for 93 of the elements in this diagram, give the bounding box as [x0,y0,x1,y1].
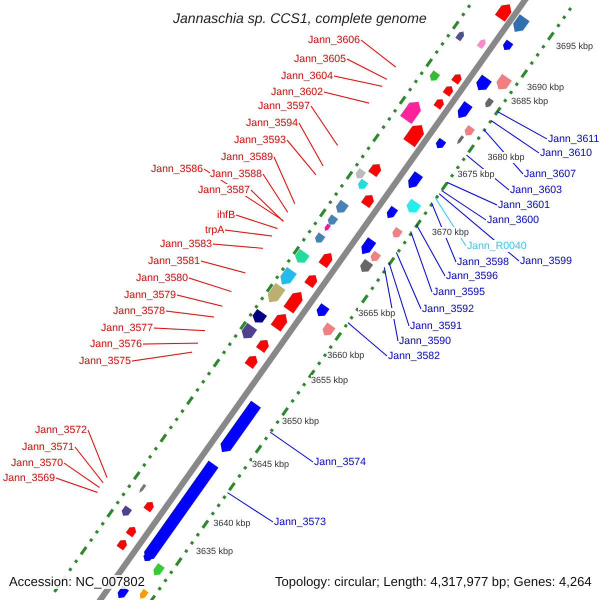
gene-label: Jann_3604 [281,70,333,82]
diagram-title: Jannaschia sp. CCS1, complete genome [173,11,427,25]
scale-label: 3675 kbp [457,168,495,180]
leader-line [416,224,446,276]
gene-label: ihfB [217,209,236,221]
scale-label: 3645 kbp [252,458,290,470]
leader-line [410,230,432,292]
gene-label: Jann_3583 [160,238,212,250]
gene-label: Jann_3600 [487,214,539,226]
leader-line [270,432,314,462]
leader-line [132,352,193,362]
gene-label: Jann_3605 [294,53,346,65]
gene-label: Jann_3591 [410,320,462,332]
scale-label: 3665 kbp [358,308,396,318]
leader-line [490,120,540,154]
leader-line [347,322,388,356]
gene-label: Jann_3575 [79,355,131,367]
gene-label: Jann_3586 [151,163,203,175]
leader-line [346,58,388,80]
gene-label: Jann_3571 [22,441,74,453]
leader-line [236,214,278,230]
gene-label: Jann_3611 [548,133,600,145]
leader-line [166,310,215,318]
gene-label: Jann_3603 [510,184,562,196]
leader-line [324,92,370,104]
leader-line [250,190,284,222]
leader-line [396,252,422,310]
leader-line [286,140,316,176]
gene-label: Jann_3588 [210,168,262,180]
gene-label: Jann_3581 [148,255,200,267]
gene-label: Jann_3592 [422,303,474,315]
leader-line [446,182,498,206]
leader-line [200,260,246,274]
gene-label: Jann_3598 [457,256,509,268]
leader-line [360,40,396,68]
scale-label: 3680 kbp [487,152,525,162]
gene-label: Jann_3574 [314,456,366,468]
scale-label: 3635 kbp [196,546,234,556]
gene-label: Jann_3579 [124,289,176,301]
leader-line [64,462,100,488]
gene-label: Jann_3569 [3,472,55,484]
gene-label: trpA [205,224,224,236]
scale-label: 3690 kbp [527,82,564,92]
leader-line [212,244,264,249]
gene-label: Jann_3596 [446,270,498,282]
gene-label: Jann_3590 [399,335,451,347]
leader-line [176,294,223,307]
gene-label: Jann_3597 [258,100,310,112]
gene-label: Jann_3594 [246,117,298,129]
gene-label: Jann_3606 [308,34,360,46]
leader-line [227,492,274,522]
gene-label: Jann_3601 [498,199,550,211]
gene-label: Jann_3602 [271,86,323,98]
gene-label: Jann_3582 [388,350,440,362]
leader-line [388,262,410,326]
scale-label: 3660 kbp [327,350,364,360]
leader-line [496,111,548,140]
gene-label: Jann_3607 [524,168,576,180]
scale-label: 3655 kbp [311,374,348,386]
gene-label: Jann_3577 [101,322,153,334]
genome-info: Topology: circular; Length: 4,317,977 bp; Genes: 4,264 [275,575,592,589]
leader-line [142,342,198,344]
gene-label: Jann_R0040 [467,240,527,252]
leader-line [310,106,338,146]
leader-line [224,230,273,236]
leader-line [334,76,383,87]
gene-label: Jann_3578 [113,305,165,317]
leader-line [262,174,288,213]
leader-line [74,446,104,484]
genome-info: Accession: NC_007802 [9,575,145,589]
scale-label: 3670 kbp [432,226,469,238]
gene-label: Jann_3589 [221,151,273,163]
gene-label: Jann_3576 [90,338,142,350]
leader-line [441,190,486,220]
gene-label: Jann_3570 [11,457,63,469]
gene-label: Jann_3595 [433,286,485,298]
gene-label: Jann_3587 [198,184,250,196]
gene-label: Jann_3593 [234,134,286,146]
gene-label: Jann_3573 [274,516,326,528]
gene-label: Jann_3572 [35,424,87,436]
scale-label: 3640 kbp [213,518,250,528]
leader-line [188,278,232,292]
scale-label: 3650 kbp [282,416,320,426]
scale-label: 3685 kbp [511,96,548,106]
gene-label: Jann_3610 [540,147,592,159]
scale-label: 3695 kbp [556,40,594,52]
gene-label: Jann_3599 [520,255,572,267]
leader-line [154,328,206,332]
leader-line [274,156,296,204]
leader-line [56,478,98,493]
leader-line [298,122,324,167]
leader-line [88,430,108,478]
gene-label: Jann_3580 [136,272,188,284]
